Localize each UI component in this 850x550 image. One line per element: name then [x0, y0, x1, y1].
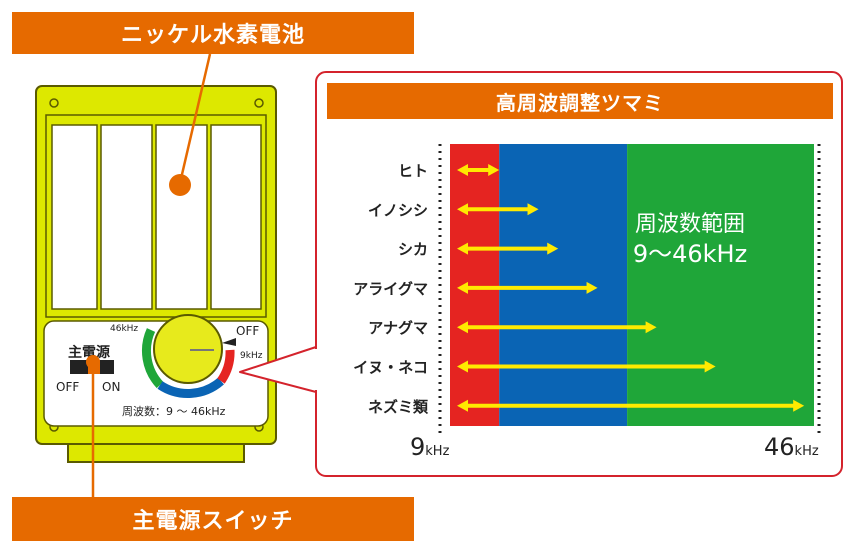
category-label: アナグマ: [368, 319, 428, 337]
arrow-head-left: [457, 203, 468, 216]
device: 主電源 OFF ON 46kHz OFF 9kHz 周波数：9 ～ 46kHz: [35, 85, 277, 463]
main-switch-label: 主電源スイッチ: [12, 497, 414, 541]
battery-compartment: [45, 114, 267, 318]
frequency-caption: 周波数：9 ～ 46kHz: [122, 405, 226, 418]
battery-cell: [210, 124, 262, 310]
dial-arc-blue: [157, 377, 224, 398]
arrow-head-left: [457, 281, 468, 294]
arrow-head-left: [457, 360, 468, 373]
dial-arc-green: [141, 328, 164, 389]
arrow-head-left: [457, 242, 468, 255]
category-label: イノシシ: [368, 201, 428, 219]
arrow-head-right: [547, 242, 559, 255]
arrow-head-right: [527, 203, 539, 216]
frequency-band-2: [627, 144, 814, 426]
dial-off-marker: [222, 338, 236, 346]
arrow-head-left: [457, 399, 468, 412]
category-label: アライグマ: [353, 280, 428, 298]
category-label: ネズミ類: [368, 398, 429, 416]
battery-cell: [51, 124, 98, 310]
frequency-dial[interactable]: [153, 314, 223, 384]
arrow-head-right: [586, 281, 598, 294]
arrow-head-right: [793, 399, 805, 412]
frequency-chart: 周波数範囲9～46kHzヒトイノシシシカアライグマアナグマイヌ・ネコネズミ類9k…: [353, 144, 821, 461]
knob-title: 高周波調整ツマミ: [327, 83, 833, 119]
axis-max-label: 46kHz: [764, 433, 819, 461]
axis-max-value: 46: [764, 433, 795, 461]
frequency-band-1: [499, 144, 628, 426]
battery-indicator-dot: [169, 174, 191, 196]
arrow-head-left: [457, 164, 468, 176]
battery-leader-line: [178, 53, 212, 184]
range-label-title: 周波数範囲: [635, 212, 745, 237]
battery-cell: [100, 124, 153, 310]
axis-max-unit: kHz: [795, 444, 819, 459]
arrow-head-right: [488, 164, 500, 176]
category-label: ヒト: [398, 162, 428, 180]
range-label-value: 9～46kHz: [633, 240, 747, 268]
category-label: シカ: [398, 241, 428, 259]
arrow-head-right: [645, 321, 657, 334]
dial-arc-red: [217, 349, 235, 384]
callout-pointer-mask: [315, 349, 319, 390]
frequency-band-0: [450, 144, 500, 426]
axis-min-label: 9kHz: [410, 433, 450, 461]
battery-cell: [155, 124, 208, 310]
dial-min-label: 9kHz: [240, 351, 263, 361]
category-label: イヌ・ネコ: [353, 359, 428, 377]
switch-title: 主電源: [68, 344, 110, 361]
arrow-head-right: [704, 360, 716, 373]
switch-leader-dot: [86, 355, 100, 369]
dial-max-label: 46kHz: [110, 324, 138, 334]
battery-label: ニッケル水素電池: [12, 12, 414, 54]
arrow-head-left: [457, 321, 468, 334]
dial-off-label: OFF: [236, 324, 259, 338]
screw: [49, 98, 59, 108]
screw: [254, 98, 264, 108]
axis-min-value: 9: [410, 433, 425, 461]
axis-min-unit: kHz: [425, 444, 449, 459]
switch-on-label: ON: [102, 380, 120, 394]
switch-off-label: OFF: [56, 380, 79, 394]
